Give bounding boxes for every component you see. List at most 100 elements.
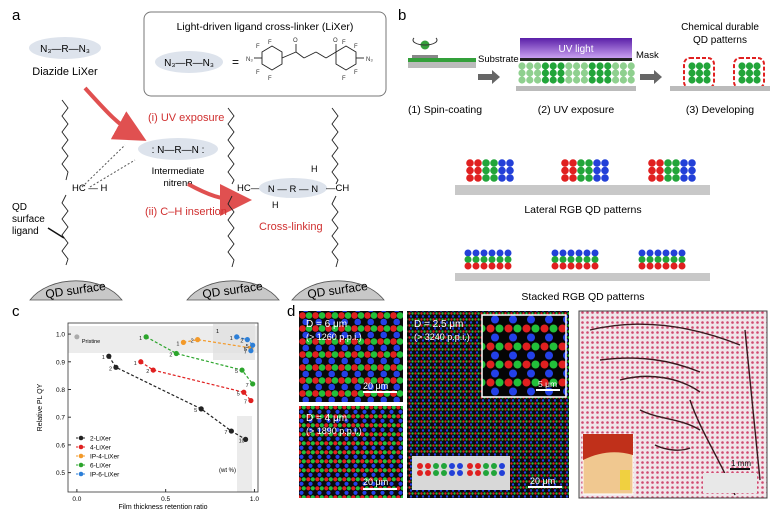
panel-a-letter: a — [12, 7, 21, 24]
image-d4-scalebar — [363, 488, 397, 490]
svg-text:F: F — [256, 70, 260, 76]
uv-qd-dot — [565, 76, 573, 84]
lateral-dot — [656, 166, 664, 175]
lateral-dot — [490, 159, 498, 167]
wt-annotation: (wt %) — [219, 468, 236, 474]
uv-substrate — [516, 86, 636, 91]
stacked-dot — [488, 262, 496, 270]
stacked-dot — [567, 249, 575, 257]
uv-arrow — [83, 86, 147, 141]
developed-dot — [745, 62, 754, 70]
uv-qd-dot — [526, 62, 534, 70]
diazide-ellipse — [29, 37, 101, 59]
stacked-dot — [464, 262, 472, 270]
schematic-dot — [449, 463, 455, 469]
uv-qd-dot — [580, 76, 589, 84]
data-point — [198, 406, 204, 412]
stacked-dot — [551, 249, 559, 257]
svg-text:F: F — [268, 76, 272, 82]
stacked-dot — [646, 262, 654, 270]
image-d25-ppi: (> 3240 p.p.i.) — [414, 332, 470, 342]
lateral-dot — [648, 159, 656, 167]
panel-b: b Substrate UV light Mask Chemical durab… — [398, 7, 770, 303]
uv-qd-dot — [549, 76, 557, 84]
schematic-dot — [425, 463, 431, 469]
stacked-dot — [638, 249, 646, 257]
point-label: 1 — [176, 341, 179, 347]
data-point — [248, 397, 254, 404]
lateral-dot — [688, 166, 696, 175]
product-formula: N — R — N — [268, 184, 318, 195]
panel-c-letter: c — [12, 303, 20, 320]
step-ch-insertion: (ii) C–H insertion — [145, 206, 227, 218]
stacked-dot — [654, 256, 662, 263]
data-point — [242, 436, 249, 442]
stacked-dot — [504, 262, 512, 270]
lateral-dot — [561, 174, 569, 182]
data-point — [228, 428, 234, 434]
uv-qd-dot — [612, 69, 620, 77]
point-label: 5 — [235, 369, 238, 375]
lixer-box-ellipse — [155, 51, 223, 73]
hc-h-label: HC — H — [72, 183, 108, 194]
schematic-dot — [417, 463, 423, 469]
stacked-dot — [496, 262, 504, 270]
lateral-dot — [482, 166, 490, 175]
panel-a: a N₃—R—N₃ Diazide LiXer Light-driven lig… — [12, 7, 387, 301]
schematic-dot — [433, 463, 439, 469]
stacked-dot — [567, 256, 575, 263]
diazide-label: Diazide LiXer — [32, 66, 98, 78]
uv-qd-dot — [549, 62, 557, 70]
data-point — [239, 367, 245, 373]
lateral-dot — [482, 159, 490, 167]
stacked-dot — [488, 256, 496, 263]
data-point — [241, 389, 247, 395]
uv-qd-dot — [627, 62, 635, 70]
data-point — [234, 334, 240, 340]
legend-marker — [78, 444, 84, 450]
ligand-label-3: ligand — [12, 226, 39, 237]
stacked-dot — [480, 256, 488, 263]
step-developing: (3) Developing — [686, 104, 754, 116]
lateral-dot — [601, 159, 609, 167]
stacked-dot — [575, 256, 583, 263]
pristine-label: Pristine — [82, 339, 100, 345]
spin-substrate — [408, 62, 476, 68]
ligand-chains — [61, 99, 339, 268]
uv-qd-dot — [534, 76, 542, 84]
point-label: 7 — [224, 430, 227, 436]
uv-qd-dot — [604, 76, 612, 84]
legend-marker — [78, 453, 84, 459]
image-d6-scalebar — [363, 391, 397, 393]
legend-label: 6-LiXer — [90, 463, 112, 470]
schematic-dot — [441, 463, 447, 469]
svg-text:F: F — [256, 44, 260, 50]
stacked-dot — [670, 262, 678, 270]
y-tick-label: 0.5 — [56, 470, 65, 477]
image-d6 — [299, 311, 403, 402]
y-tick-label: 0.9 — [56, 359, 65, 366]
schematic-dot — [483, 463, 489, 469]
y-tick-label: 0.8 — [56, 387, 65, 394]
point-label: 1 — [230, 336, 233, 342]
svg-text:F: F — [268, 40, 272, 46]
point-label: 2 — [146, 369, 149, 375]
lateral-dot — [648, 166, 656, 175]
uv-qd-dot — [604, 62, 612, 70]
point-label: 1 — [134, 361, 137, 367]
uv-qd-dot — [565, 69, 573, 77]
nitrene-label-2: nitrene — [163, 178, 192, 189]
uv-qd-dot — [526, 76, 534, 84]
lateral-dot — [569, 174, 577, 182]
uv-qd-dot — [541, 69, 550, 77]
uv-qd-dot — [541, 62, 550, 70]
uv-qd-dot — [604, 69, 612, 77]
stacked-dot — [488, 249, 496, 257]
lateral-label: Lateral RGB QD patterns — [524, 204, 641, 216]
stacked-dot — [464, 249, 472, 257]
schematic-dot — [433, 470, 439, 476]
stacked-dot — [678, 262, 686, 270]
lateral-dot — [656, 159, 664, 167]
lateral-dot — [601, 174, 609, 182]
